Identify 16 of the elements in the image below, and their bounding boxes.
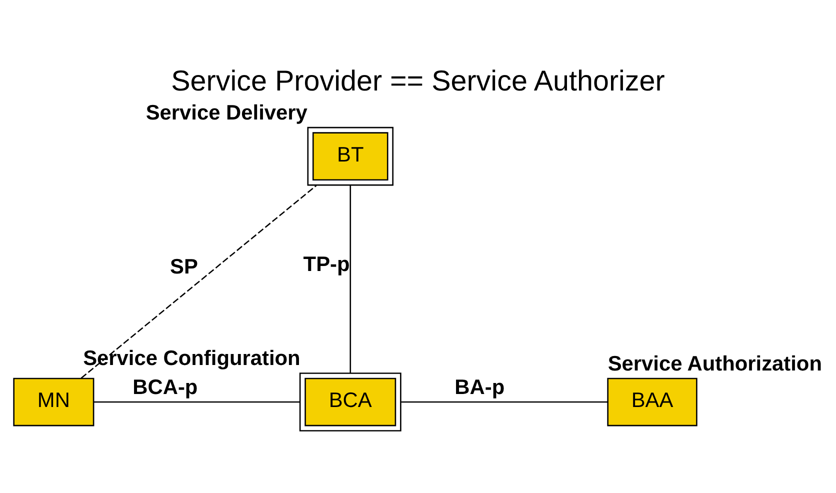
edge-label: TP-p xyxy=(303,253,350,276)
node-box: BT xyxy=(307,126,394,186)
node-box: BAA xyxy=(607,378,698,426)
node-box: MN xyxy=(13,378,94,426)
node-label: Service Delivery xyxy=(146,101,308,124)
edge-label: SP xyxy=(170,256,198,279)
node-label: Service Authorization xyxy=(608,352,822,376)
connector xyxy=(80,185,317,379)
diagram-title: Service Provider == Service Authorizer xyxy=(171,65,665,98)
node-box: BCA xyxy=(299,372,402,432)
node-label: Service Configuration xyxy=(83,347,300,370)
connector xyxy=(401,401,608,403)
edge-label: BA-p xyxy=(454,376,505,399)
connector xyxy=(350,186,352,374)
edge-label: BCA-p xyxy=(132,376,198,399)
connector xyxy=(94,401,300,403)
